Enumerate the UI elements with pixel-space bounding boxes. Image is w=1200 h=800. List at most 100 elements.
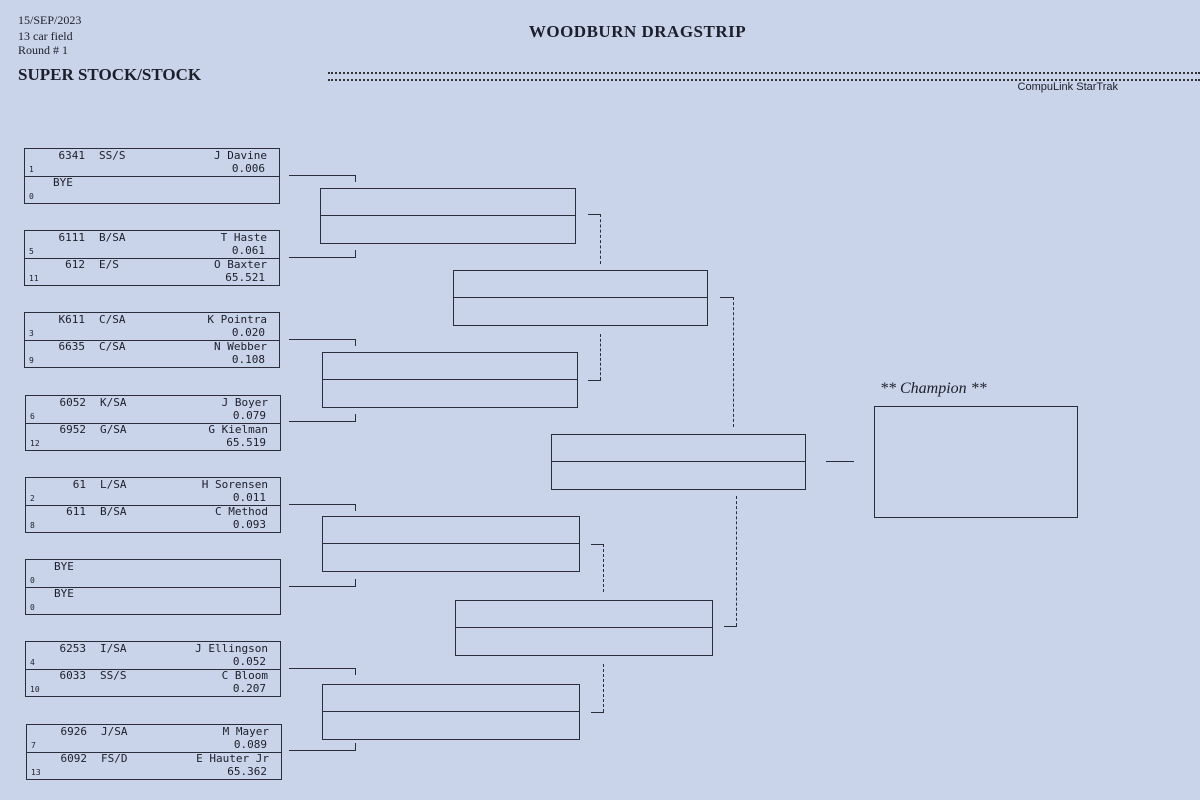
- car-number: 6341: [58, 149, 86, 162]
- round-number: Round # 1: [18, 43, 69, 57]
- reaction-time: 0.052: [232, 655, 266, 668]
- seed-number: 9: [29, 356, 34, 365]
- reaction-time: 0.207: [232, 682, 266, 695]
- reaction-time: 65.521: [225, 271, 265, 284]
- connector: [289, 339, 356, 340]
- car-number: K611: [58, 313, 86, 326]
- driver-name: O Baxter: [214, 258, 267, 271]
- car-class: SS/S: [99, 149, 126, 162]
- car-class: SS/S: [100, 669, 127, 682]
- car-class: L/SA: [100, 478, 127, 491]
- connector: [289, 421, 356, 422]
- connector: [289, 175, 356, 176]
- seed-number: 1: [29, 165, 34, 174]
- connector: [600, 334, 601, 380]
- connector: [588, 380, 601, 381]
- driver-name: T Haste: [220, 231, 267, 244]
- driver-name: E Hauter Jr: [196, 752, 269, 765]
- round2-box-1: [320, 188, 576, 244]
- reaction-time: 65.519: [226, 436, 266, 449]
- seed-number: 0: [29, 192, 34, 201]
- car-number: 6635: [58, 340, 86, 353]
- connector: [603, 544, 604, 592]
- driver-name: J Davine: [214, 149, 267, 162]
- car-number: BYE: [54, 560, 74, 573]
- seed-number: 0: [30, 576, 35, 585]
- champion-box: [874, 406, 1078, 518]
- seed-number: 4: [30, 658, 35, 667]
- driver-name: J Ellingson: [195, 642, 268, 655]
- class-title: SUPER STOCK/STOCK: [18, 65, 202, 84]
- connector: [720, 297, 734, 298]
- connector: [603, 664, 604, 712]
- seed-number: 3: [29, 329, 34, 338]
- connector: [355, 743, 356, 750]
- car-class: B/SA: [99, 231, 126, 244]
- car-number: 6926: [60, 725, 88, 738]
- connector: [591, 544, 604, 545]
- car-number: 6952: [59, 423, 87, 436]
- connector: [826, 461, 854, 462]
- connector: [736, 496, 737, 626]
- seed-number: 8: [30, 521, 35, 530]
- car-class: E/S: [99, 258, 119, 271]
- reaction-time: 0.108: [231, 353, 265, 366]
- connector: [724, 626, 737, 627]
- driver-name: H Sorensen: [201, 478, 268, 491]
- field-size: 13 car field: [18, 29, 73, 43]
- connector: [289, 586, 356, 587]
- connector: [289, 504, 356, 505]
- car-number: 6052: [59, 396, 87, 409]
- connector: [289, 668, 356, 669]
- car-class: I/SA: [100, 642, 127, 655]
- track-title: WOODBURN DRAGSTRIP: [528, 22, 747, 41]
- seed-number: 13: [31, 768, 41, 777]
- driver-name: N Webber: [214, 340, 267, 353]
- seed-number: 10: [30, 685, 40, 694]
- car-number: BYE: [53, 176, 73, 189]
- seed-number: 2: [30, 494, 35, 503]
- connector: [355, 339, 356, 346]
- connector: [355, 175, 356, 182]
- connector: [600, 214, 601, 264]
- car-class: C/SA: [99, 313, 126, 326]
- reaction-time: 0.006: [231, 162, 265, 175]
- seed-number: 7: [31, 741, 36, 750]
- reaction-time: 0.079: [232, 409, 266, 422]
- connector: [591, 712, 604, 713]
- connector: [355, 414, 356, 421]
- connector: [588, 214, 601, 215]
- car-class: K/SA: [100, 396, 127, 409]
- driver-name: M Mayer: [222, 725, 269, 738]
- reaction-time: 0.020: [231, 326, 265, 339]
- car-number: BYE: [54, 587, 74, 600]
- car-number: 6033: [59, 669, 87, 682]
- car-number: 61: [72, 478, 86, 491]
- reaction-time: 0.011: [232, 491, 266, 504]
- seed-number: 6: [30, 412, 35, 421]
- seed-number: 0: [30, 603, 35, 612]
- reaction-time: 65.362: [227, 765, 267, 778]
- car-class: FS/D: [101, 752, 128, 765]
- lane-bottom: BYE 0: [26, 587, 280, 614]
- final-box: [551, 434, 806, 490]
- reaction-time: 0.089: [233, 738, 267, 751]
- round2-box-3: [322, 516, 580, 572]
- semifinal-box-1: [453, 270, 708, 326]
- car-class: G/SA: [100, 423, 127, 436]
- connector: [355, 504, 356, 511]
- connector: [289, 257, 356, 258]
